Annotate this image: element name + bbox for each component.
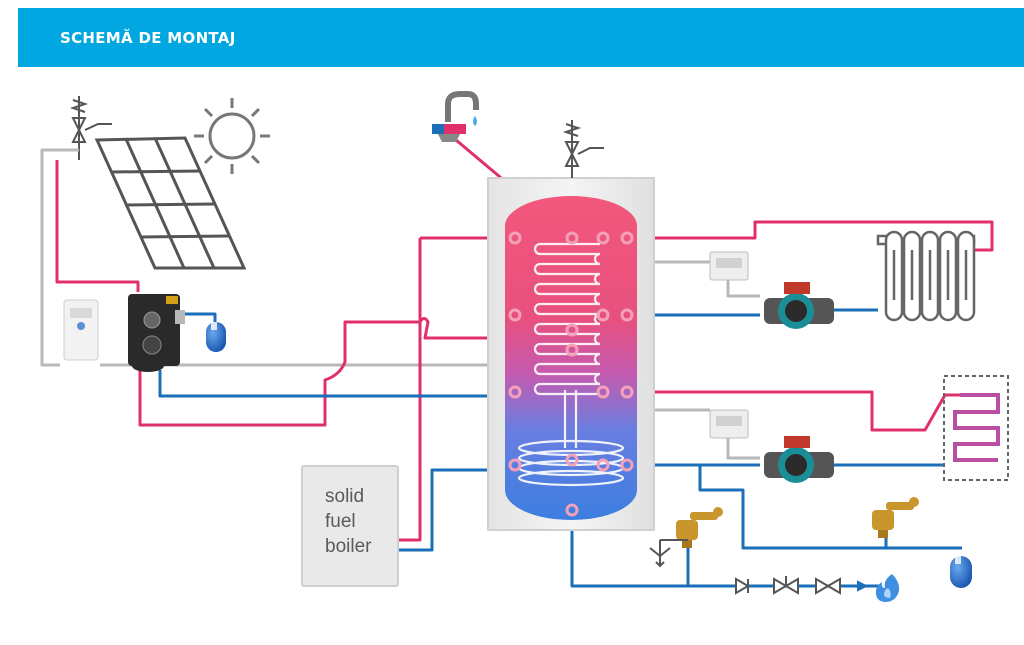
sun-icon: [194, 98, 270, 174]
hot-pipe: [625, 390, 960, 432]
cold-pipe: [158, 370, 515, 398]
neutral-pipe: [40, 148, 79, 367]
hot-pipe: [55, 160, 140, 292]
hot-pipe: [398, 238, 422, 542]
hot-pipe: [625, 220, 994, 252]
radiator-icon: [876, 230, 976, 322]
tank-sockets: [508, 231, 634, 517]
faucet-icon: [432, 91, 479, 142]
expansion-vessel-icon: [206, 322, 226, 352]
cold-pipe: [398, 468, 515, 552]
mixing-valve-icon: [676, 507, 723, 548]
boiler-label-line1: solid: [325, 486, 364, 507]
solar-controller-icon: [63, 299, 99, 361]
boiler-label-line2: fuel: [325, 511, 356, 532]
floor-heating-icon: [943, 375, 1009, 481]
cold-pipe: [698, 465, 962, 550]
inlet-valves: [735, 576, 869, 595]
boiler-label-line3: boiler: [325, 536, 372, 557]
neutral-pipe: [726, 438, 760, 460]
page-title: SCHEMĂ DE MONTAJ: [60, 29, 236, 47]
header-banner: SCHEMĂ DE MONTAJ: [18, 8, 1024, 67]
solar-panel-icon: [94, 136, 247, 270]
storage-tank: [487, 177, 655, 531]
pump-icon: [764, 282, 834, 329]
thermostat-icon: [709, 251, 749, 281]
valve-icon: [562, 120, 604, 178]
solar-pump-station: [128, 294, 185, 372]
solid-fuel-boiler: solid fuel boiler: [301, 465, 399, 587]
pump-icon: [764, 436, 834, 483]
hot-pipe: [138, 317, 515, 427]
expansion-vessel-icon: [950, 556, 972, 588]
mixing-valve-icon: [872, 497, 919, 538]
neutral-pipe: [726, 280, 760, 298]
thermostat-icon: [709, 409, 749, 439]
gas-flame-icon: [875, 574, 900, 602]
drain-icon: [649, 539, 688, 568]
